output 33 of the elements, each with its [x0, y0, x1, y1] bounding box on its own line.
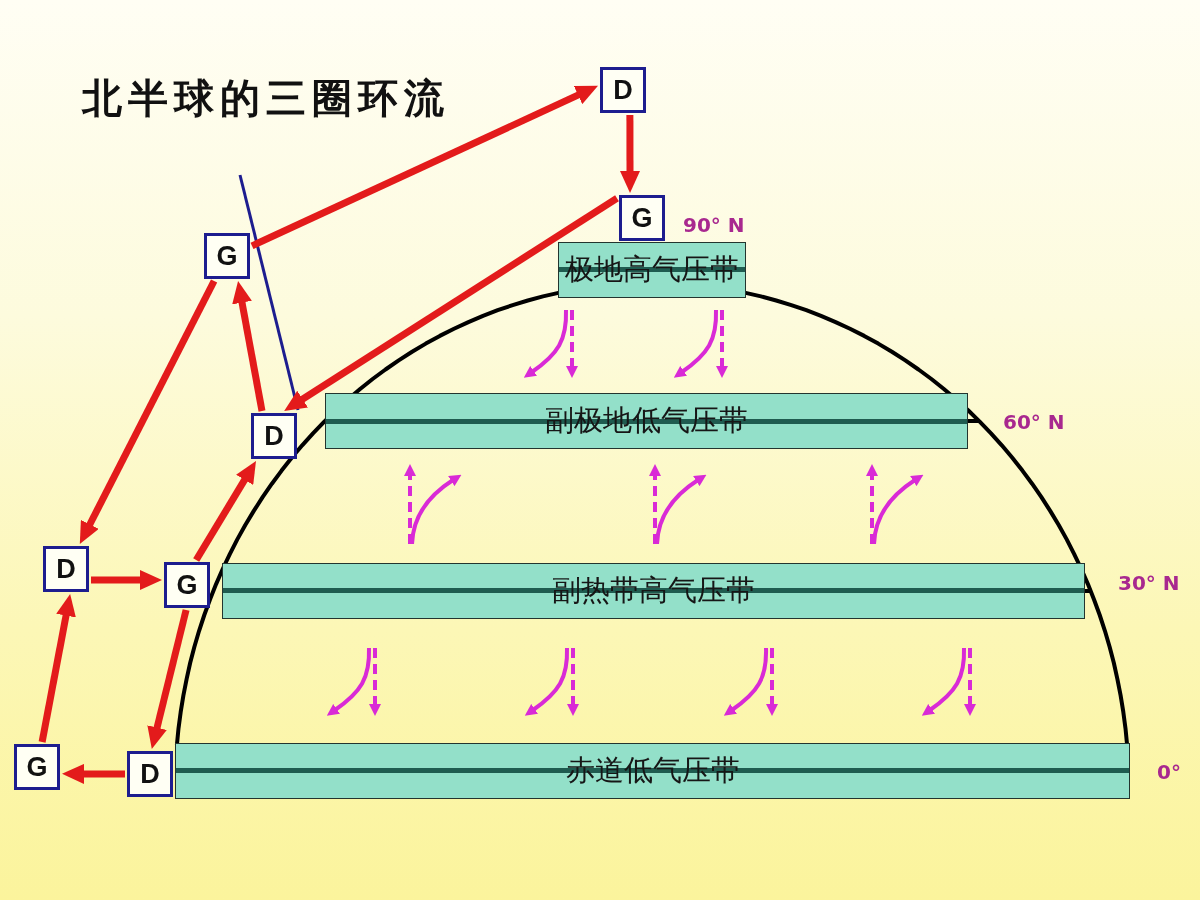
- pressure-box: [43, 546, 89, 592]
- pressure-letter: D: [140, 760, 160, 788]
- pressure-belt: [222, 563, 1085, 619]
- pressure-letter: G: [216, 242, 238, 270]
- pressure-belt: [175, 743, 1130, 799]
- title: 北半球的三圈环流: [82, 76, 450, 120]
- latitude-label: 0°: [1157, 762, 1181, 782]
- arrow: [38, 594, 76, 743]
- pressure-box: [600, 67, 646, 113]
- arrow: [91, 570, 162, 590]
- arrow: [250, 85, 599, 250]
- arrow: [79, 279, 218, 545]
- pressure-letter: D: [56, 555, 76, 583]
- arrow: [620, 115, 640, 193]
- pressure-box: [619, 195, 665, 241]
- arrow: [147, 609, 190, 749]
- arrow: [62, 763, 125, 784]
- pressure-box: [14, 744, 60, 790]
- pressure-letter: D: [613, 76, 633, 104]
- pressure-box: [251, 413, 297, 459]
- pressure-letter: G: [26, 753, 48, 781]
- pressure-box: [204, 233, 250, 279]
- pressure-box: [164, 562, 210, 608]
- pressure-letter: G: [176, 571, 198, 599]
- latitude-label: 30° N: [1118, 573, 1180, 593]
- arrow: [232, 281, 266, 412]
- arrow: [193, 461, 256, 562]
- pressure-letter: G: [631, 204, 653, 232]
- pressure-letter: D: [264, 422, 284, 450]
- pressure-box: [127, 751, 173, 797]
- arrow: [284, 195, 619, 411]
- latitude-label: 60° N: [1003, 412, 1065, 432]
- latitude-label: 90° N: [683, 215, 745, 235]
